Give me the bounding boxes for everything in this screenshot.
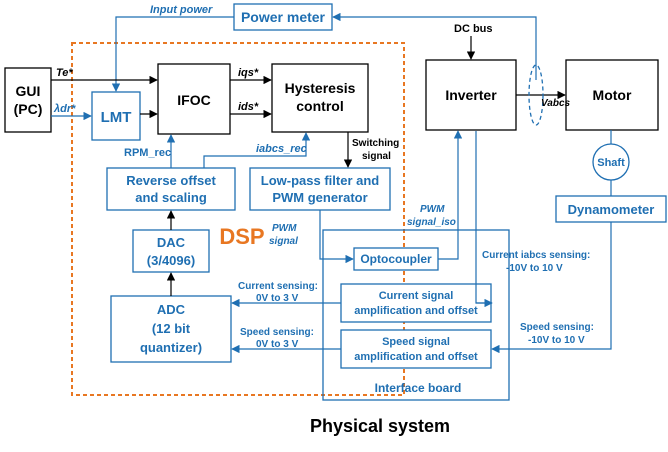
gui-label: GUI <box>16 83 41 99</box>
speed-sensing-left-range: 0V to 3 V <box>256 339 299 350</box>
pwm-signal-label: PWM <box>272 223 297 234</box>
dynamometer-label: Dynamometer <box>568 202 655 217</box>
lmt-label: LMT <box>101 109 132 126</box>
te-star-label: Te* <box>56 67 73 79</box>
reverse-offset-sub-label: and scaling <box>135 190 207 205</box>
physical-system-label: Physical system <box>310 416 450 436</box>
current-sensing-right-label: Current iabcs sensing: <box>482 250 590 261</box>
interface-board-label: Interface board <box>375 381 462 395</box>
iabcs-rec-label: iabcs_rec <box>256 143 307 155</box>
speed-amp-label: Speed signal <box>382 336 450 348</box>
switching-sub-label: signal <box>362 151 391 162</box>
lmt-block <box>91 91 141 141</box>
current-sensor-ellipse <box>528 64 544 126</box>
pwm-signal-sub-label: signal <box>269 236 298 247</box>
speed-amp-block <box>340 329 492 369</box>
current-sensing-left-range: 0V to 3 V <box>256 293 299 304</box>
v-abcs-label: Vabcs <box>541 98 571 109</box>
reverse-offset-block <box>106 167 236 211</box>
power-sense-wire <box>332 12 537 80</box>
reverse-offset-label: Reverse offset <box>126 173 216 188</box>
ids-star-label: ids* <box>238 101 259 113</box>
dsp-region <box>71 42 405 396</box>
hysteresis-label: Hysteresis <box>285 80 356 96</box>
current-sensing-right-range: -10V to 10 V <box>506 263 563 274</box>
dsp-label: DSP <box>219 224 264 249</box>
motor-block <box>565 59 659 131</box>
lowpass-pwm-block <box>249 167 391 211</box>
current-sensing-wire-right <box>475 131 492 304</box>
dac-label: DAC <box>157 235 186 250</box>
speed-sensing-right-label: Speed sensing: <box>520 322 594 333</box>
dc-bus-label: DC bus <box>454 23 493 35</box>
hysteresis-block <box>271 63 369 133</box>
gui-block <box>4 67 52 133</box>
lowpass-label: Low-pass filter and <box>261 173 380 188</box>
gui-sub-label: (PC) <box>14 101 43 117</box>
hysteresis-sub-label: control <box>296 98 343 114</box>
speed-sensing-left-label: Speed sensing: <box>240 327 314 338</box>
input-power-label: Input power <box>150 4 213 16</box>
speed-sensing-wire-right <box>491 222 612 354</box>
adc-sub-label: (12 bit <box>152 321 191 336</box>
dac-block <box>132 229 210 273</box>
adc-label: ADC <box>157 302 186 317</box>
speed-amp-sub-label: amplification and offset <box>354 351 478 363</box>
iqs-star-label: iqs* <box>238 67 259 79</box>
optocoupler-label: Optocoupler <box>360 252 432 266</box>
adc-block <box>110 295 232 363</box>
switching-label: Switching <box>352 138 399 149</box>
pwm-signal-wire <box>319 210 354 264</box>
current-amp-label: Current signal <box>379 290 454 302</box>
dynamometer-block <box>555 195 667 223</box>
inverter-label: Inverter <box>445 87 497 103</box>
iabcs-rec-wire <box>203 132 311 168</box>
pwm-generator-label: PWM generator <box>272 190 367 205</box>
ifoc-label: IFOC <box>177 92 210 108</box>
pwm-iso-label: PWM <box>420 204 445 215</box>
motor-label: Motor <box>593 87 632 103</box>
rpm-rec-label: RPM_rec <box>124 147 171 159</box>
adc-sub-label-2: quantizer) <box>140 340 202 355</box>
power-meter-label: Power meter <box>241 9 326 25</box>
pwm-signal-iso-wire <box>438 130 463 260</box>
current-sensing-left-label: Current sensing: <box>238 281 318 292</box>
speed-sensing-right-range: -10V to 10 V <box>528 335 585 346</box>
current-amp-block <box>340 283 492 323</box>
lambda-star-label: λdr* <box>53 103 76 115</box>
input-power-wire <box>111 16 234 92</box>
pwm-iso-sub-label: signal_iso <box>407 217 456 228</box>
dac-sub-label: (3/4096) <box>147 253 195 268</box>
shaft-label: Shaft <box>597 157 625 169</box>
current-amp-sub-label: amplification and offset <box>354 305 478 317</box>
ifoc-block <box>157 63 231 135</box>
interface-board-region <box>322 229 510 401</box>
